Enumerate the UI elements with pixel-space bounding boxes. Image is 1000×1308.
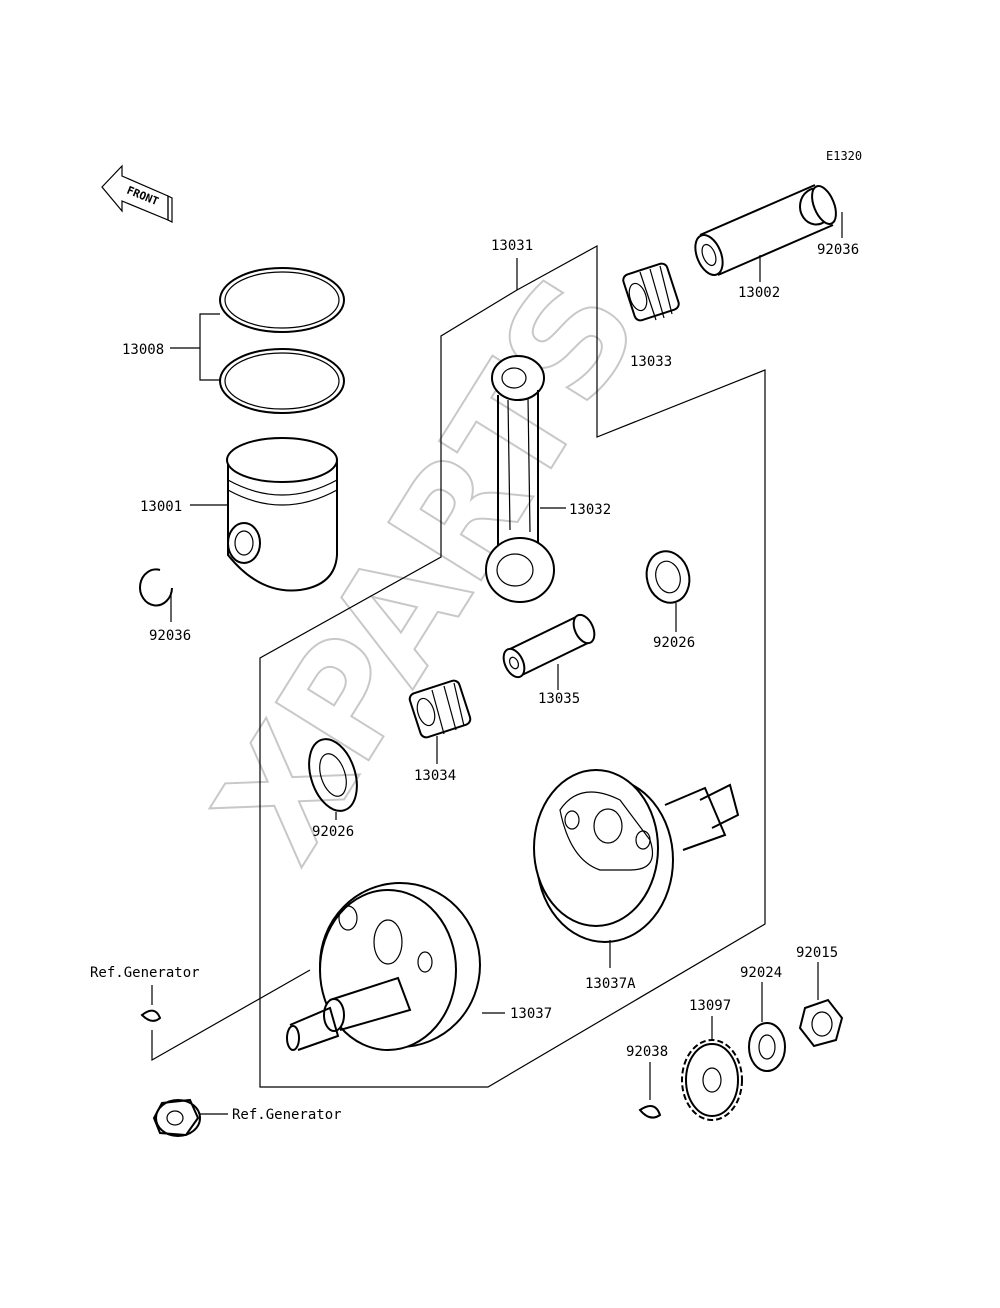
- washer-icon: [748, 1022, 786, 1072]
- part-number-13037: 13037: [510, 1006, 552, 1022]
- part-number-13033: 13033: [630, 354, 672, 370]
- part-number-92038: 92038: [626, 1044, 668, 1060]
- part-number-13035: 13035: [538, 691, 580, 707]
- circlip-icon: [139, 568, 173, 607]
- nut-icon: [798, 998, 844, 1048]
- ref-generator-nut-label: Ref.Generator: [232, 1107, 342, 1123]
- needle-bearing-icon: [622, 262, 680, 322]
- thrust-washer-icon: [308, 738, 358, 812]
- part-number-92024: 92024: [740, 965, 782, 981]
- crankshaft-half-icon: [286, 882, 481, 1051]
- woodruff-key-icon: [140, 1009, 162, 1022]
- assembly-outline: [259, 244, 766, 1088]
- thrust-washer-icon: [645, 550, 691, 604]
- part-number-13008: 13008: [122, 342, 164, 358]
- connecting-rod-icon: [485, 355, 555, 603]
- part-number-13031: 13031: [491, 238, 533, 254]
- crank-pin-icon: [502, 613, 596, 679]
- gear-icon: [681, 1039, 743, 1121]
- needle-bearing-icon: [408, 679, 472, 739]
- woodruff-key-icon: [638, 1105, 662, 1119]
- front-arrow-icon: FRONT: [101, 164, 173, 223]
- part-number-13034: 13034: [414, 768, 456, 784]
- part-number-92036-left: 92036: [149, 628, 191, 644]
- part-number-92036-right: 92036: [817, 242, 859, 258]
- part-number-92026-left: 92026: [312, 824, 354, 840]
- piston-ring-icon: [219, 267, 345, 414]
- part-number-13002: 13002: [738, 285, 780, 301]
- piston-pin-icon: [694, 184, 837, 276]
- part-number-13032: 13032: [569, 502, 611, 518]
- part-number-92015: 92015: [796, 945, 838, 961]
- ref-generator-key-label: Ref.Generator: [90, 965, 200, 981]
- part-number-13097: 13097: [689, 998, 731, 1014]
- crankshaft-half-icon: [533, 769, 740, 943]
- piston-icon: [226, 437, 338, 592]
- part-number-92026-right: 92026: [653, 635, 695, 651]
- diagram-code: E1320: [826, 149, 862, 163]
- part-number-13037A: 13037A: [585, 976, 636, 992]
- flange-nut-icon: [152, 1098, 201, 1137]
- part-number-13001: 13001: [140, 499, 182, 515]
